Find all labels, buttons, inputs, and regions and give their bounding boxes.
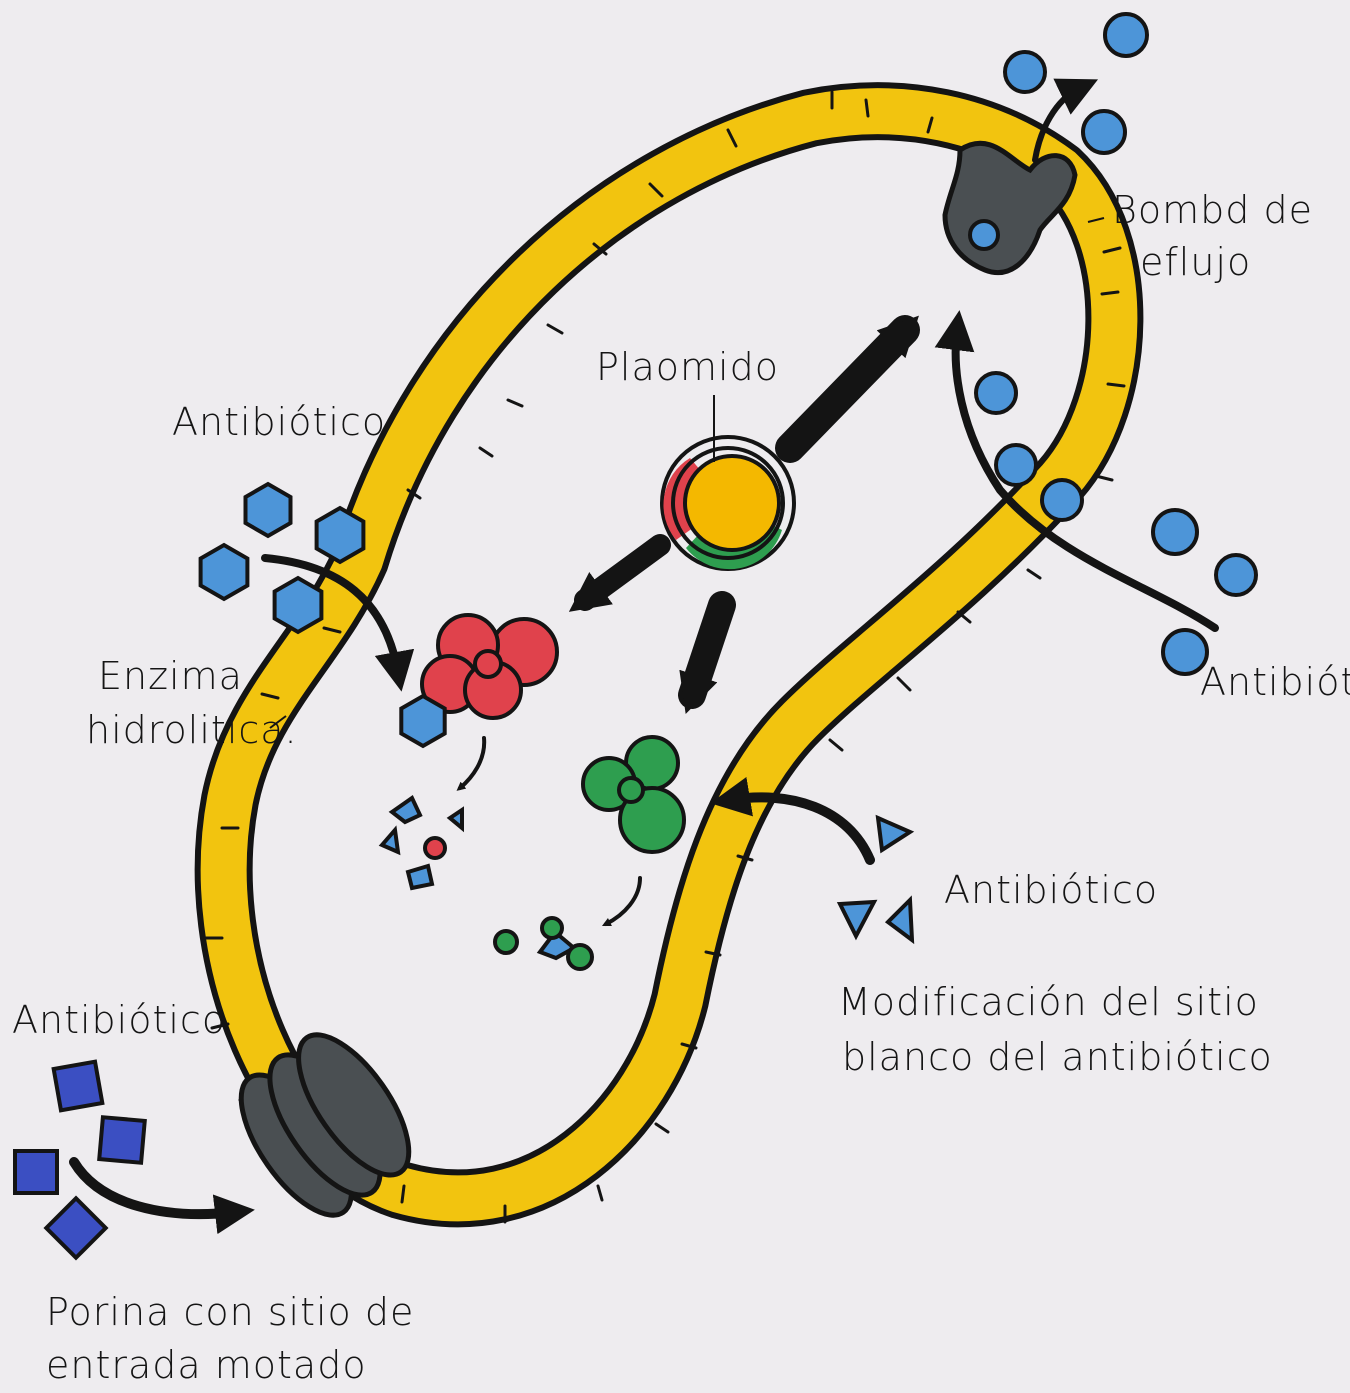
circle-antibiotic-icon	[1083, 111, 1125, 153]
surface-spike	[656, 1124, 668, 1132]
hexagon-antibiotic-icon	[201, 545, 248, 599]
efflux-pump-label-line2: eflujo	[1140, 240, 1251, 286]
porin-label-line1: Porina con sitio de	[46, 1290, 414, 1336]
surface-spike	[1108, 384, 1124, 386]
square-antibiotic-icon	[99, 1117, 145, 1163]
square-antibiotic-icon	[15, 1151, 57, 1193]
plasmid-label: Plaomido	[596, 345, 779, 391]
surface-spike	[898, 678, 910, 690]
hydrolytic-enzyme-label-line1: Enzima	[98, 654, 243, 700]
circle-antibiotic-icon	[976, 373, 1016, 413]
circle-antibiotic-icon	[1216, 555, 1256, 595]
triangle-antibiotic-icon	[840, 902, 874, 936]
hydrolytic-enzyme-label-line2: hidrolitica.	[86, 708, 298, 754]
efflux-pump-label-line1: Bombd de	[1112, 188, 1313, 234]
plasmid-icon	[662, 437, 794, 569]
hexagon-antibiotic-icon	[275, 578, 322, 632]
antibiotic-top-left-label: Antibiótico	[172, 400, 386, 446]
triangle-antibiotic-icon	[888, 900, 912, 940]
circle-antibiotic-icon	[1153, 510, 1197, 554]
hexagon-antibiotic-icon	[246, 484, 291, 536]
circle-antibiotic-icon	[1105, 14, 1147, 56]
circle-antibiotic-icon	[996, 445, 1036, 485]
hexagon-antibiotic-icon	[317, 508, 364, 562]
surface-spike	[830, 740, 842, 750]
square-antibiotic-icons	[15, 1062, 145, 1258]
antibiotic-bottom-left-label: Antibiótico	[12, 998, 226, 1044]
antibiotic-middle-right-label: Antibiótico	[944, 868, 1158, 914]
surface-spike	[1028, 570, 1040, 578]
target-modification-label-line2: blanco del antibiótico	[842, 1035, 1273, 1081]
circle-antibiotic-icon	[1042, 480, 1082, 520]
target-modification-label-line1: Modificación del sitio	[838, 980, 1259, 1026]
porin-label-line2: entrada motado	[46, 1343, 367, 1389]
surface-spike	[1096, 476, 1112, 480]
triangle-antibiotic-icon	[878, 818, 910, 850]
square-antibiotic-icon	[46, 1198, 105, 1257]
hexagon-antibiotic-icon	[401, 696, 444, 746]
surface-spike	[1102, 292, 1118, 294]
surface-spike	[402, 1186, 404, 1202]
square-antibiotic-icon	[54, 1062, 103, 1111]
circle-antibiotic-icon	[1005, 52, 1045, 92]
antibiotic-right-label: Antibiótic	[1200, 660, 1350, 706]
surface-spike	[598, 1186, 602, 1200]
surface-spike	[866, 100, 868, 116]
